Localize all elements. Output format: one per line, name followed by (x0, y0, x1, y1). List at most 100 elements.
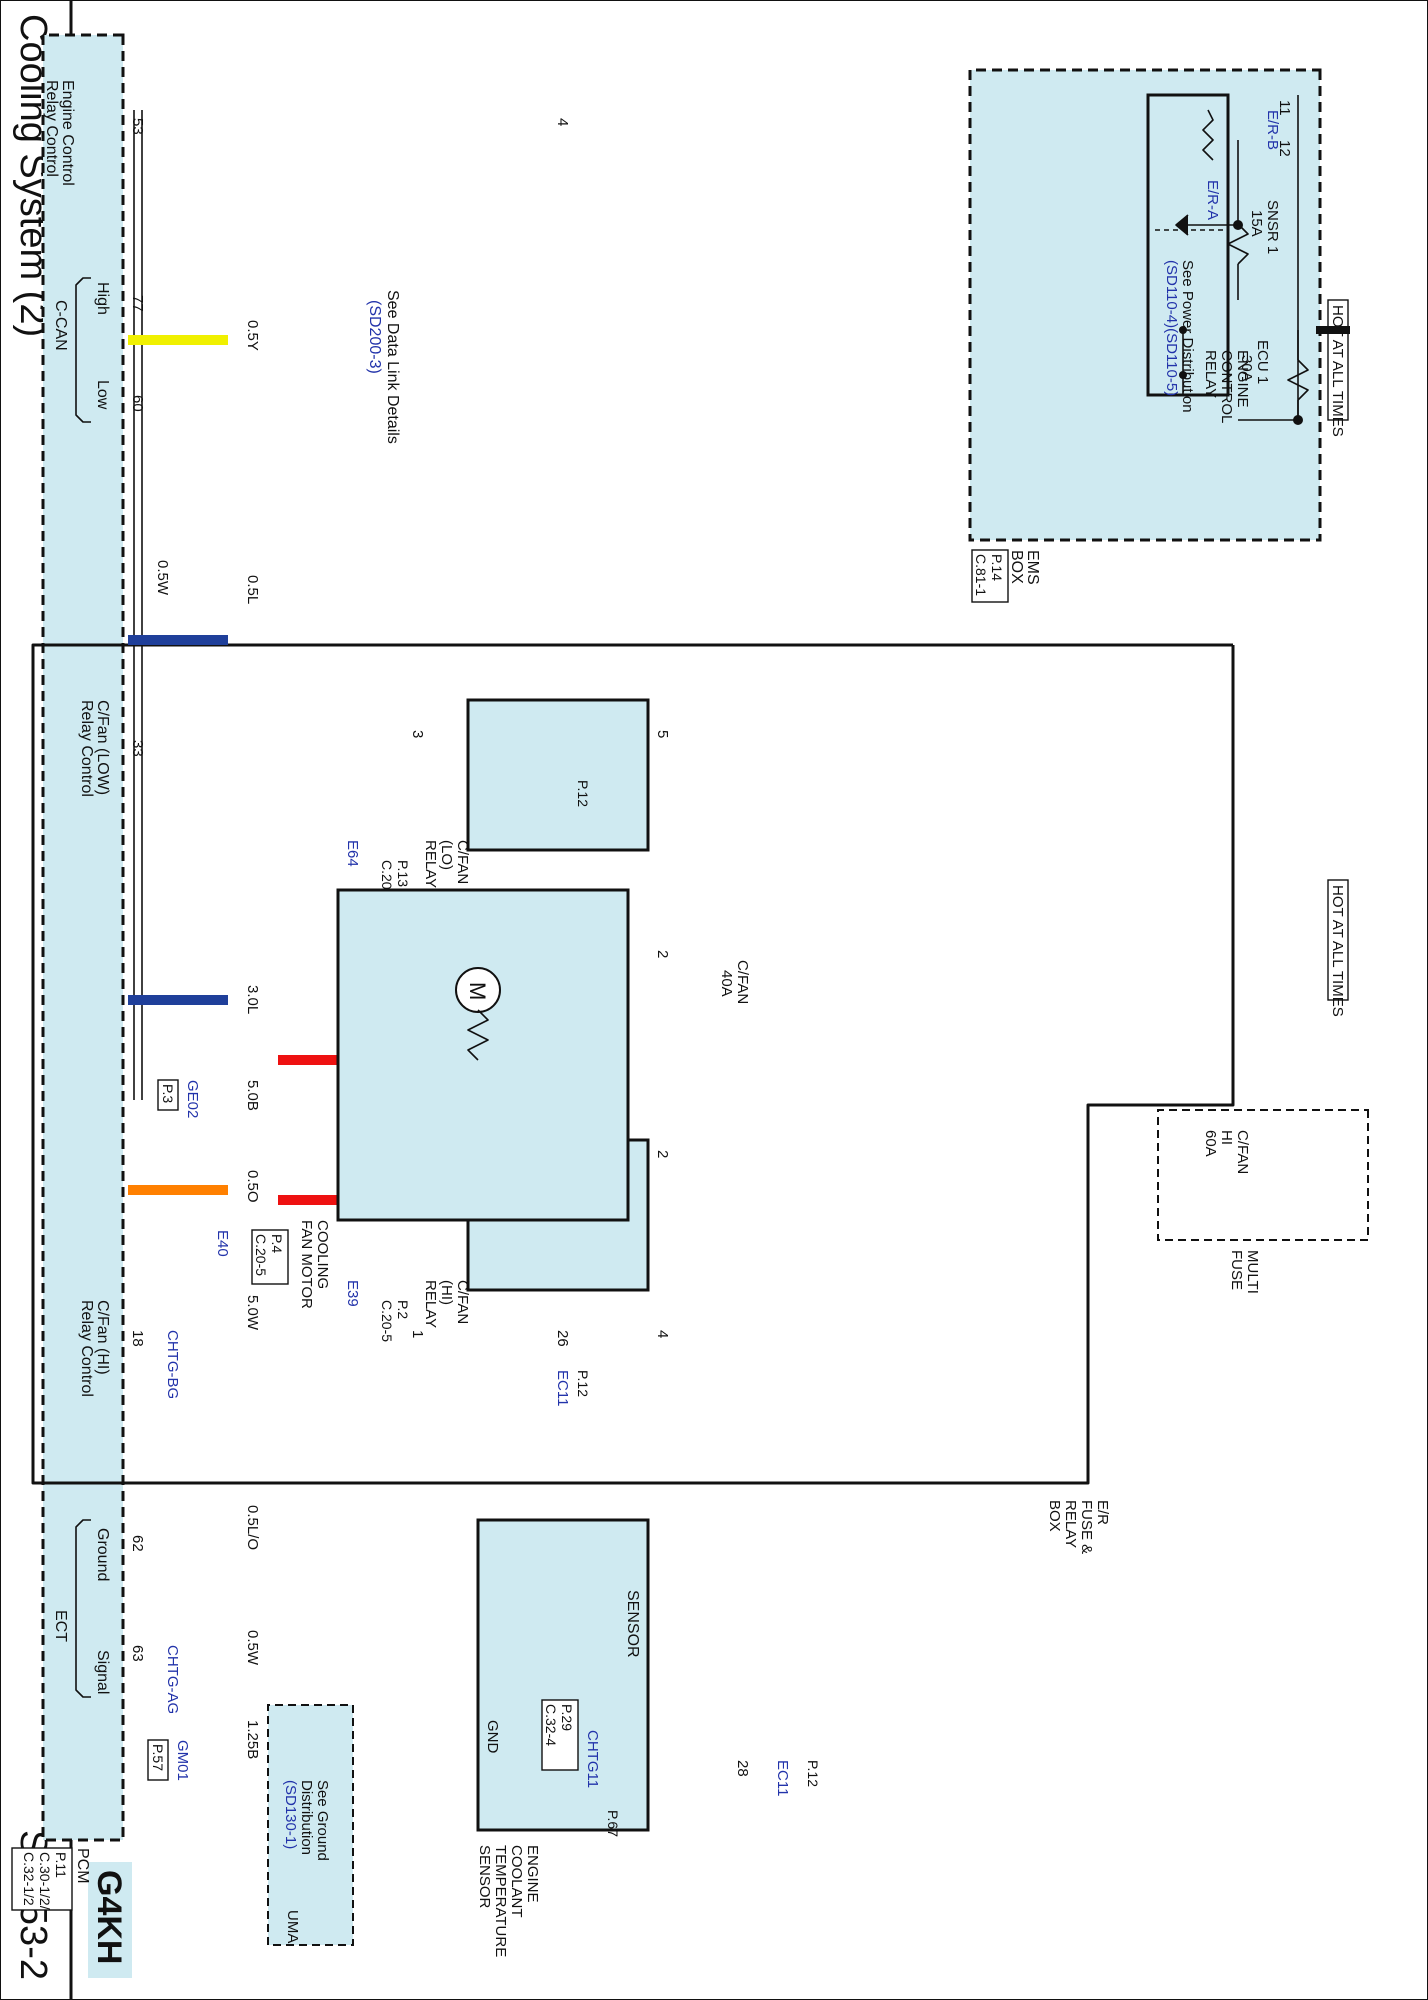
see-power-2: (SD110-4)(SD110-5) (1163, 260, 1180, 396)
pcm-pin-60: 60 (129, 395, 146, 412)
engine-ctrl-relay-name-2: CONTROL (1218, 350, 1235, 423)
motor-symbol: M (465, 982, 490, 1000)
conn-erb: E/R-B (1264, 110, 1281, 150)
pcm-pin-53: 53 (129, 118, 146, 135)
sensor-name-1: ENGINE (524, 1845, 541, 1903)
lo-relay-name-1: C/FAN (454, 840, 471, 884)
motor-ground: GE02 (184, 1080, 201, 1118)
uma-see-3: (SD130-1) (282, 1780, 299, 1849)
pcm-label-hi-2: Relay Control (78, 1300, 95, 1397)
sensor-label: SENSOR (624, 1590, 641, 1658)
cfan-fuse-amp: 40A (718, 970, 735, 997)
lo-relay-name-2: (LO) (438, 840, 455, 870)
ecu-fuse-symbol (1287, 359, 1309, 401)
sensor-conn: CHTG11 (584, 1730, 601, 1788)
hot-label-1: HOT AT ALL TIMES (1329, 305, 1346, 437)
pcm-pin-77: 77 (129, 295, 146, 312)
sensor-ref-c: C.32-4 (543, 1704, 559, 1746)
engine-ctrl-relay-name-1: ENGINE (1234, 350, 1251, 408)
ect-sensor-box (476, 1518, 650, 1832)
er-box-name-2: FUSE & (1078, 1500, 1095, 1554)
motor-ref-p: P.4 (269, 1234, 285, 1253)
ems-ref-c: C.81-1 (973, 554, 989, 596)
uma-see-2: Distribution (298, 1780, 315, 1855)
pcm-box (41, 33, 125, 1842)
uma-ground: GM01 (174, 1740, 191, 1781)
pcm-ref-p: P.11 (53, 1852, 69, 1878)
inline-ec11-sensor: EC11 (774, 1760, 791, 1796)
ecu-fuse-name: ECU 1 (1254, 340, 1271, 384)
multi-fuse-name-2: FUSE (1228, 1250, 1245, 1290)
pcm-name: PCM (74, 1848, 91, 1884)
pcm-pin-33: 33 (129, 740, 146, 757)
uma-ground-ref-box (147, 1739, 169, 1781)
uma-see-1: See Ground (314, 1780, 331, 1861)
pcm-pin-62: 62 (129, 1535, 146, 1552)
see-power-1: See Power Distribution (1179, 260, 1196, 413)
ems-name-1: EMS (1024, 550, 1041, 585)
hot-label-2-box (1327, 879, 1349, 1001)
lo-relay-pin-5: 5 (654, 730, 671, 738)
ems-ref-box (971, 549, 1009, 603)
ems-relay-contact-dot2 (1179, 371, 1187, 379)
ems-name-2: BOX (1008, 550, 1025, 584)
inline-ec11-hi: EC11 (554, 1370, 571, 1406)
sensor-gnd: GND (484, 1720, 501, 1754)
lo-relay-pin-2: 2 (654, 950, 671, 958)
ecu-fuse-amp: 30A (1238, 355, 1255, 382)
pcm-label-engine-ctrl-2: Relay Control (43, 80, 60, 177)
uma-box (267, 1704, 354, 1946)
inline-pin-4: 4 (554, 118, 571, 126)
lo-relay-ref-p: P.13 (395, 860, 411, 887)
inline-p67: P.67 (605, 1810, 621, 1837)
snsr-fuse-symbol (1227, 223, 1249, 265)
lo-relay-name-3: RELAY (422, 840, 439, 888)
er-box-outline (31, 643, 1235, 1485)
inline-p12-sensor: P.12 (805, 1760, 821, 1787)
pcm-label-low: Low (94, 380, 111, 410)
motor-circle (455, 967, 501, 1013)
data-link-2: (SD200-3) (366, 300, 383, 374)
hi-relay-pin-2: 2 (654, 1150, 671, 1158)
pin-12: 12 (1276, 140, 1293, 157)
ems-ref-p: P.14 (989, 554, 1005, 581)
cooling-fan-motor-box (336, 888, 630, 1222)
engine-badge: G4KH (90, 1870, 128, 1964)
ems-box (968, 68, 1322, 542)
inline-p12-lo: P.12 (575, 780, 591, 807)
wire-label-engine-ctrl: 0.5W (154, 560, 171, 596)
pcm-label-ect: ECT (52, 1610, 69, 1642)
ems-relay-contact-dot (1179, 326, 1187, 334)
snsr-fuse-amp: 15A (1248, 210, 1265, 237)
pcm-pin-63: 63 (129, 1645, 146, 1662)
pcm-ccan-brace (75, 277, 91, 423)
engine-ctrl-relay-box (1146, 93, 1230, 397)
motor-resistor (467, 1009, 489, 1061)
hi-fuse-name-1: C/FAN (1234, 1130, 1251, 1174)
pcm-conn-chtg-ag: CHTG-AG (164, 1645, 181, 1714)
sensor-ref-p: P.29 (559, 1704, 575, 1731)
pcm-label-lo-2: Relay Control (78, 700, 95, 797)
wire-label-lo: 0.5L (244, 575, 261, 604)
hi-relay-name-1: C/FAN (454, 1280, 471, 1324)
motor-ground-ref-box (157, 1079, 179, 1111)
engine-ctrl-relay-coil (1202, 109, 1214, 161)
sensor-name-2: COOLANT (508, 1845, 525, 1918)
wire-label-can: 0.5Y (244, 320, 261, 351)
multi-fuse-box (1157, 1109, 1369, 1241)
inline-pin-28: 28 (734, 1760, 751, 1777)
wire-label-hi-motor: 5.0W (244, 1295, 261, 1331)
uma-ground-ref: P.57 (150, 1744, 166, 1771)
sensor-ref-box (541, 1699, 579, 1771)
inline-pin-26: 26 (554, 1330, 571, 1347)
pcm-label-ccan: C-CAN (52, 300, 69, 351)
wire-label-motor-gnd: 5.0B (244, 1080, 261, 1111)
hi-relay-pin-4: 4 (654, 1330, 671, 1338)
pcm-ref-c1: C.30-1/2/ (37, 1852, 53, 1910)
lo-relay-conn: E64 (344, 840, 361, 867)
engine-ctrl-relay-name-3: RELAY (1202, 350, 1219, 398)
wire-label-signal: 0.5W (244, 1630, 261, 1666)
